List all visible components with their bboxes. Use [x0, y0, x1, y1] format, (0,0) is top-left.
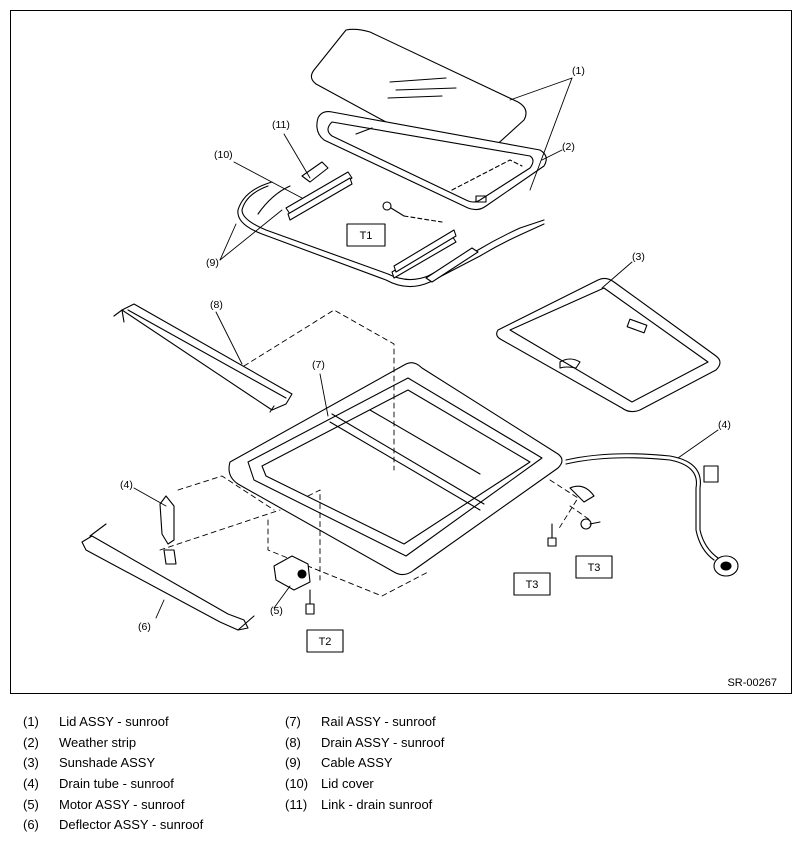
- legend-number: (11): [285, 796, 308, 812]
- motor-part: [273, 555, 311, 591]
- leader-lines: [133, 77, 719, 619]
- legend-description: Sunshade ASSY: [59, 755, 156, 771]
- figure-code: SR-00267: [727, 677, 777, 689]
- torque-box-t2: T2: [306, 629, 344, 653]
- legend-number: (8): [285, 734, 301, 750]
- drain-assy-part: [113, 303, 293, 413]
- torque-label-t1: T1: [360, 230, 373, 242]
- diagram-frame: SR-00267: [10, 10, 792, 694]
- drain-tube-right-part: [565, 453, 739, 577]
- legend-description: Motor ASSY - sunroof: [59, 796, 185, 812]
- legend-number: (2): [23, 734, 39, 750]
- legend-item: (7) Rail ASSY - sunroof: [285, 712, 444, 733]
- callout-5: (5): [270, 605, 283, 617]
- callout-2: (2): [562, 141, 575, 153]
- legend-description: Rail ASSY - sunroof: [321, 714, 436, 729]
- legend-number: (3): [23, 755, 39, 771]
- legend-item: (10) Lid cover: [285, 774, 444, 795]
- legend-item: (1) Lid ASSY - sunroof: [23, 712, 203, 733]
- callout-8: (8): [210, 299, 223, 311]
- torque-box-t1: T1: [346, 223, 386, 247]
- t3-bolt-right: [580, 518, 601, 530]
- torque-box-t3-right: T3: [575, 555, 613, 579]
- callout-7: (7): [312, 359, 325, 371]
- legend-number: (10): [285, 776, 309, 792]
- t2-bolt: [305, 589, 315, 615]
- legend-item: (11) Link - drain sunroof: [285, 795, 444, 816]
- torque-label-t3-left: T3: [526, 579, 539, 591]
- t1-screw: [382, 201, 443, 223]
- legend-description: Drain tube - sunroof: [59, 776, 174, 792]
- callout-9: (9): [206, 257, 219, 269]
- sunshade-part: [496, 277, 721, 413]
- callout-11: (11): [272, 119, 290, 131]
- t3-bolt-left: [547, 523, 557, 547]
- legend-item: (2) Weather strip: [23, 733, 203, 754]
- legend-description: Deflector ASSY - sunroof: [59, 817, 204, 833]
- legend-item: (4) Drain tube - sunroof: [23, 774, 203, 795]
- drain-tube-left-part: [159, 495, 177, 565]
- legend-description: Link - drain sunroof: [321, 796, 433, 812]
- rail-frame-part: [228, 362, 563, 576]
- legend-item: (5) Motor ASSY - sunroof: [23, 795, 203, 816]
- torque-box-t3-left: T3: [513, 572, 551, 596]
- callout-4-left: (4): [120, 479, 133, 491]
- legend-number: (1): [23, 714, 39, 729]
- legend-description: Lid ASSY - sunroof: [59, 714, 169, 729]
- torque-label-t2: T2: [319, 636, 332, 648]
- weather-strip-part: [316, 111, 547, 211]
- legend-item: (6) Deflector ASSY - sunroof: [23, 815, 203, 836]
- legend-number: (9): [285, 755, 301, 771]
- legend-right-column: (7) Rail ASSY - sunroof (8) Drain ASSY - s…: [285, 712, 444, 815]
- legend-description: Lid cover: [321, 776, 374, 792]
- drain-link-part: [301, 161, 479, 283]
- callout-3: (3): [632, 251, 645, 263]
- legend-number: (7): [285, 714, 301, 729]
- legend-item: (3) Sunshade ASSY: [23, 753, 203, 774]
- cable-assy-part: [237, 181, 545, 288]
- torque-label-t3-right: T3: [588, 562, 601, 574]
- legend-description: Cable ASSY: [321, 755, 393, 771]
- legend-number: (6): [23, 817, 39, 833]
- lid-cover-part: [285, 171, 457, 279]
- exploded-view-drawing: (1) (2) (3) (4) (4) (5) (6) (7) (8) (9) …: [81, 28, 739, 653]
- deflector-part: [81, 523, 255, 631]
- callout-1: (1): [572, 65, 585, 77]
- callout-4-right: (4): [718, 419, 731, 431]
- callout-10: (10): [214, 149, 233, 161]
- assembly-lines: [159, 309, 591, 597]
- legend-item: (8) Drain ASSY - sunroof: [285, 733, 444, 754]
- legend-description: Weather strip: [59, 734, 137, 750]
- legend-number: (4): [23, 776, 39, 792]
- legend-number: (5): [23, 796, 39, 812]
- legend-item: (9) Cable ASSY: [285, 753, 444, 774]
- callout-6: (6): [138, 621, 151, 633]
- legend-left-column: (1) Lid ASSY - sunroof (2) Weather strip (…: [23, 712, 203, 836]
- legend-description: Drain ASSY - sunroof: [321, 734, 445, 750]
